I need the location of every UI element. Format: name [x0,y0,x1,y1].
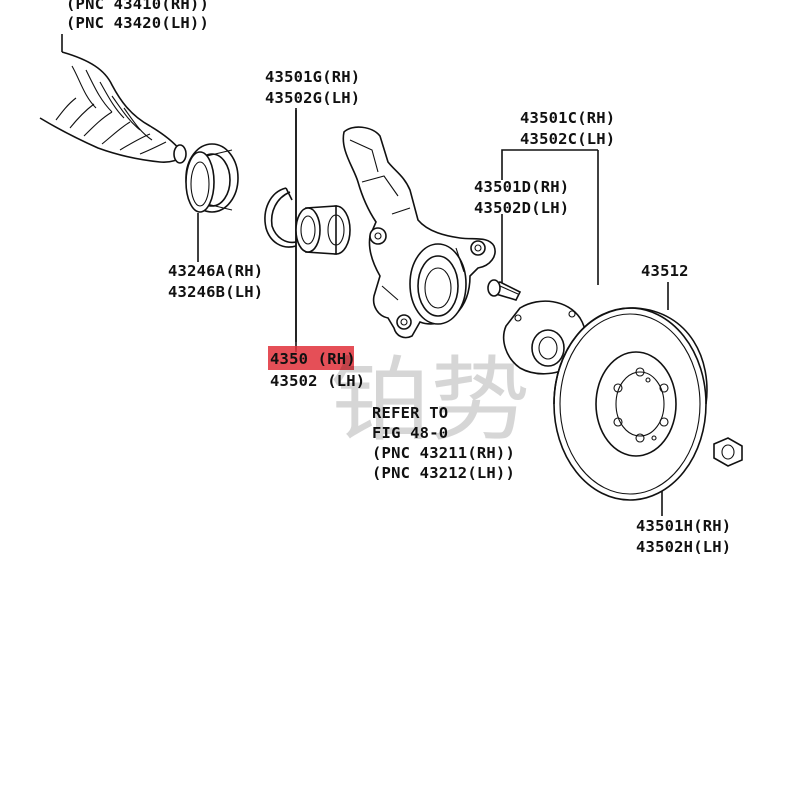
watermark: 铂势 [330,347,530,454]
dust-seal-part [185,143,239,213]
label-pnc-top-lh: (PNC 43420(LH)) [66,14,209,32]
label-43501h: 43501H(RH) [636,517,731,535]
label-43246a: 43246A(RH) [168,262,263,280]
disc-rotor-part [553,307,708,501]
label-4350-rh-highlighted: 4350 (RH) [270,350,356,368]
part-labels: (PNC 43410(RH)) (PNC 43420(LH)) 43501G(R… [66,0,731,556]
label-pnc-43212: (PNC 43212(LH)) [372,464,515,482]
label-refer-to: REFER TO [372,404,448,422]
label-43502c: 43502C(LH) [520,130,615,148]
hub-nut-part [713,437,743,467]
label-43502g: 43502G(LH) [265,89,360,107]
steering-knuckle-part [342,126,496,339]
label-fig-ref: FIG 48-0 [372,424,448,442]
label-43246b: 43246B(LH) [168,283,263,301]
label-43512: 43512 [641,262,689,280]
label-pnc-43211: (PNC 43211(RH)) [372,444,515,462]
hub-bearing-part [295,205,351,255]
label-43502d: 43502D(LH) [474,199,569,217]
label-pnc-top-rh: (PNC 43410(RH)) [66,0,209,13]
snap-ring-part [264,187,297,248]
drive-shaft-illustration [39,51,187,164]
label-43502h: 43502H(LH) [636,538,731,556]
label-43501d: 43501D(RH) [474,178,569,196]
label-4350-lh: 43502 (LH) [270,372,365,390]
highlight-marker [268,346,354,370]
label-43501c: 43501C(RH) [520,109,615,127]
label-43501g: 43501G(RH) [265,68,360,86]
hub-bolt-part [487,279,522,301]
